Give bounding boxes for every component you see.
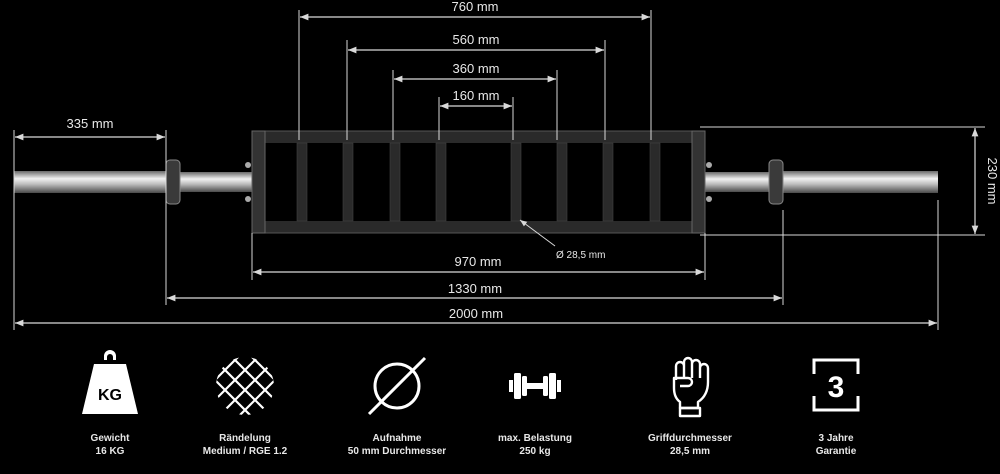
dim-label-160: 160 mm	[453, 88, 500, 103]
feature-knurling-title: Rändelung	[219, 433, 271, 444]
right-sleeve	[705, 159, 938, 205]
multi-grip-frame	[245, 130, 712, 234]
svg-text:3: 3	[828, 371, 845, 404]
feature-weight-value: 16 KG	[95, 446, 125, 457]
dim-label-760: 760 mm	[452, 0, 499, 14]
dumbbell-icon	[509, 373, 561, 399]
feature-knurling: Rändelung Medium / RGE 1.2	[175, 350, 315, 458]
feature-sleeve: Aufnahme 50 mm Durchmesser	[327, 350, 467, 458]
barbell-diagram: 760 mm 560 mm 360 mm 160 mm 335 mm 230 m…	[13, 0, 1000, 330]
dim-label-2000: 2000 mm	[449, 306, 503, 321]
feature-grip-title: Griffdurchmesser	[648, 433, 732, 444]
fist-icon	[672, 356, 710, 418]
knurling-icon	[216, 357, 274, 415]
kg-weight-icon: KG	[82, 350, 138, 414]
diameter-leader-line	[519, 219, 556, 247]
svg-text:KG: KG	[98, 387, 122, 404]
feature-weight-title: Gewicht	[90, 433, 130, 444]
left-sleeve	[14, 159, 252, 205]
feature-sleeve-title: Aufnahme	[372, 433, 422, 444]
diameter-icon	[367, 356, 427, 416]
feature-warranty: 3 3 Jahre Garantie	[766, 350, 906, 458]
dim-label-360: 360 mm	[453, 61, 500, 76]
feature-sleeve-value: 50 mm Durchmesser	[347, 446, 447, 457]
dim-label-335: 335 mm	[67, 116, 114, 131]
diameter-label: Ø 28,5 mm	[556, 250, 605, 261]
feature-load-title: max. Belastung	[498, 433, 572, 444]
feature-weight: KG Gewicht 16 KG	[40, 350, 180, 458]
feature-grip-value: 28,5 mm	[669, 446, 711, 457]
dim-label-970: 970 mm	[455, 254, 502, 269]
dim-label-230: 230 mm	[985, 158, 1000, 205]
feature-grip: Griffdurchmesser 28,5 mm	[620, 350, 760, 458]
dim-label-560: 560 mm	[453, 32, 500, 47]
feature-knurling-value: Medium / RGE 1.2	[202, 446, 288, 457]
feature-load-value: 250 kg	[519, 446, 551, 457]
feature-load: max. Belastung 250 kg	[465, 350, 605, 458]
warranty-3-icon: 3	[812, 358, 860, 412]
feature-warranty-value: Garantie	[815, 446, 857, 457]
dim-label-1330: 1330 mm	[448, 281, 502, 296]
feature-warranty-title: 3 Jahre	[818, 433, 854, 444]
